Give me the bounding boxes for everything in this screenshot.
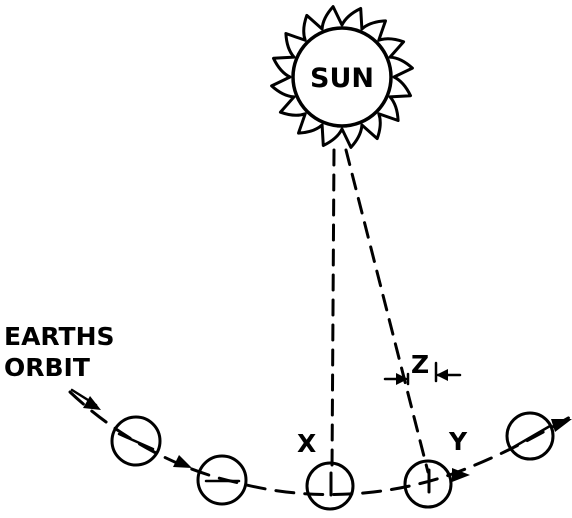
earth-position-2 [198, 456, 246, 504]
earth-position-5 [507, 413, 553, 459]
sightline-to-y [346, 150, 428, 472]
earth-position-1 [112, 417, 160, 465]
label-z: Z [411, 350, 429, 379]
label-x: X [297, 429, 316, 458]
orbit-arrow-2 [173, 455, 192, 468]
orbit-label-line1: EARTHS [4, 322, 115, 351]
sun-label: SUN [310, 63, 374, 94]
orbit-arrow-4 [551, 419, 572, 432]
orbit-label-line2: ORBIT [4, 353, 90, 382]
angle-z-arrow-right-head [436, 369, 448, 381]
label-y: Y [448, 427, 468, 456]
sun: SUN [272, 7, 413, 148]
earth-position-x [307, 463, 353, 509]
sightline-to-x [332, 150, 334, 470]
earth-orbit-path [70, 392, 570, 495]
